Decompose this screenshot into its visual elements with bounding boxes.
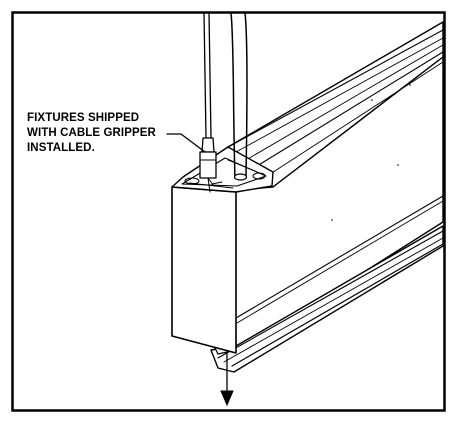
downward-arrow	[220, 352, 234, 407]
callout-text: FIXTURES SHIPPED WITH CABLE GRIPPER INST…	[27, 112, 159, 154]
callout-line-1: FIXTURES SHIPPED	[27, 112, 139, 124]
suspension-cable	[203, 12, 212, 139]
callout-line-2: WITH CABLE GRIPPER	[27, 127, 157, 139]
fixture-end-cap	[171, 146, 274, 354]
power-cord	[230, 12, 248, 181]
callout-leader-line	[166, 133, 206, 153]
callout-line-3: INSTALLED.	[27, 142, 95, 154]
cable-gripper	[199, 137, 223, 193]
fixture-housing	[182, 21, 444, 354]
